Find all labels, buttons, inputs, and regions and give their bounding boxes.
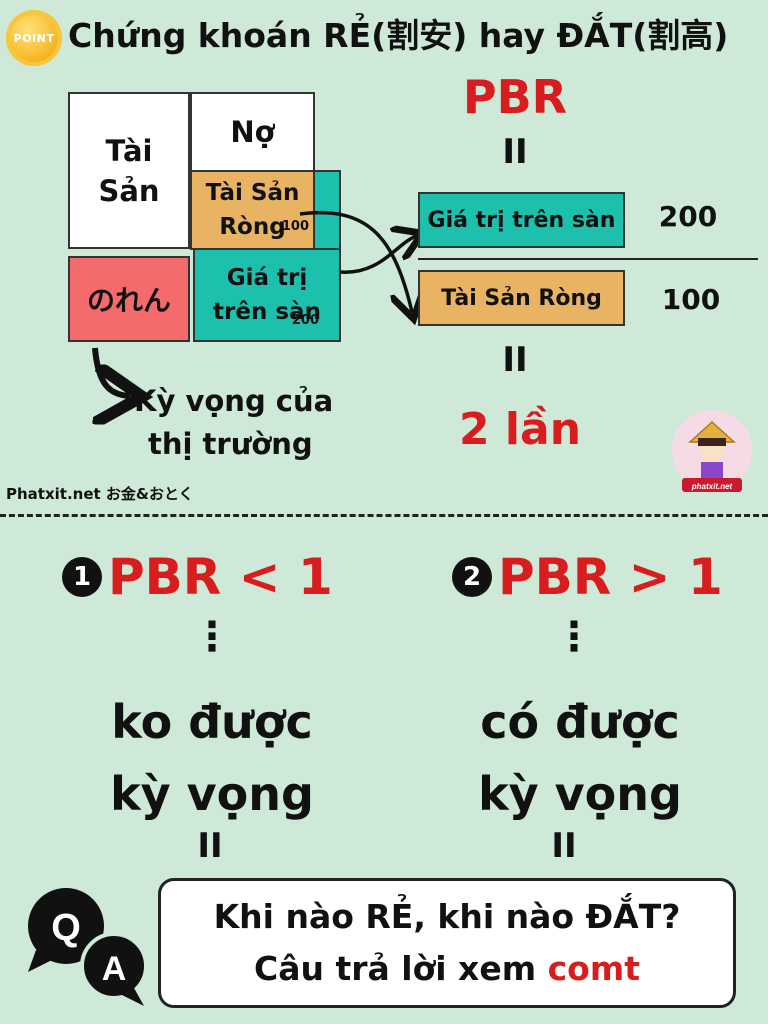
noren-box: のれん bbox=[68, 256, 190, 342]
case-2-dots: ⋮ bbox=[554, 614, 594, 660]
case-1-line2: kỳ vọng bbox=[110, 767, 314, 821]
case-2-equals: II bbox=[551, 826, 577, 866]
arrow-noren-to-expectation bbox=[92, 347, 130, 396]
expectation-line2: thị trường bbox=[148, 427, 313, 461]
expectation-label: Kỳ vọng của thị trường bbox=[134, 380, 333, 466]
dashed-divider bbox=[0, 514, 768, 517]
case-1-line1: ko được bbox=[111, 695, 313, 749]
page-title: Chứng khoán RẺ(割安) hay ĐẮT(割高) bbox=[68, 16, 729, 55]
point-badge-icon: POINT bbox=[6, 10, 62, 66]
denominator-box: Tài Sản Ròng bbox=[418, 270, 625, 326]
mascot-label: phatxit.net bbox=[691, 482, 733, 491]
qa-answer-prefix: Câu trả lời xem bbox=[253, 949, 548, 988]
a-letter: A bbox=[102, 950, 127, 988]
case-2-line1: có được bbox=[480, 695, 680, 749]
qa-answer-line: Câu trả lời xem comt bbox=[254, 943, 640, 995]
arrows bbox=[92, 210, 768, 520]
case-1-dots: ⋮ bbox=[192, 614, 232, 660]
noren-label: のれん bbox=[86, 284, 171, 317]
equals-top: II bbox=[502, 132, 528, 172]
net-assets-value: 100 bbox=[281, 219, 309, 234]
assets-label-line2: Sản bbox=[98, 173, 160, 208]
case-1-label: PBR < 1 bbox=[108, 548, 333, 606]
pbr-result: 2 lần bbox=[458, 404, 582, 455]
net-assets-label-line2: Ròng bbox=[219, 214, 286, 240]
market-value-strip bbox=[315, 170, 341, 250]
market-value-label-line2: trên sàn bbox=[213, 299, 321, 325]
numerator-label: Giá trị trên sàn bbox=[427, 207, 616, 233]
qa-question: Khi nào RẺ, khi nào ĐẮT? bbox=[213, 897, 681, 936]
arrow-net-to-denominator bbox=[299, 210, 412, 312]
numerator-box: Giá trị trên sàn bbox=[418, 192, 625, 248]
pbr-title: PBR bbox=[462, 70, 568, 124]
assets-label-line1: Tài bbox=[105, 133, 153, 168]
mascot-girl-icon: phatxit.net bbox=[672, 410, 752, 492]
case-1-equals: II bbox=[197, 826, 223, 866]
equals-bottom: II bbox=[502, 340, 528, 380]
case-2-line2: kỳ vọng bbox=[478, 767, 682, 821]
q-letter: Q bbox=[51, 907, 81, 949]
numerator-value: 200 bbox=[658, 200, 718, 233]
market-value-box: Giá trị trên sàn 200 bbox=[193, 248, 341, 342]
arrow-market-to-numerator bbox=[339, 236, 416, 274]
denominator-label: Tài Sản Ròng bbox=[441, 285, 602, 311]
case-2-heading: 2 PBR > 1 bbox=[452, 548, 723, 606]
debt-label: Nợ bbox=[230, 115, 275, 149]
watermark: Phatxit.net お金&おとく bbox=[6, 485, 194, 503]
qa-bubbles-icon: Q A bbox=[28, 888, 148, 1006]
case-2-text: có được kỳ vọng bbox=[430, 686, 730, 830]
market-value-label-line1: Giá trị bbox=[226, 265, 308, 291]
net-assets-label-line1: Tài Sản bbox=[205, 180, 300, 206]
qa-comment-link: comt bbox=[547, 949, 640, 988]
case-1-heading: 1 PBR < 1 bbox=[62, 548, 333, 606]
case-2-label: PBR > 1 bbox=[498, 548, 723, 606]
fraction-line bbox=[418, 258, 758, 260]
expectation-line1: Kỳ vọng của bbox=[134, 384, 334, 418]
answer-box: Khi nào RẺ, khi nào ĐẮT? Câu trả lời xem… bbox=[158, 878, 736, 1008]
case-1-text: ko được kỳ vọng bbox=[62, 686, 362, 830]
case-2-number: 2 bbox=[452, 557, 492, 597]
net-assets-box: Tài Sản Ròng 100 bbox=[190, 170, 315, 250]
assets-box: Tài Sản bbox=[68, 92, 190, 249]
case-1-number: 1 bbox=[62, 557, 102, 597]
denominator-value: 100 bbox=[661, 283, 721, 316]
market-value-value: 200 bbox=[291, 313, 319, 328]
